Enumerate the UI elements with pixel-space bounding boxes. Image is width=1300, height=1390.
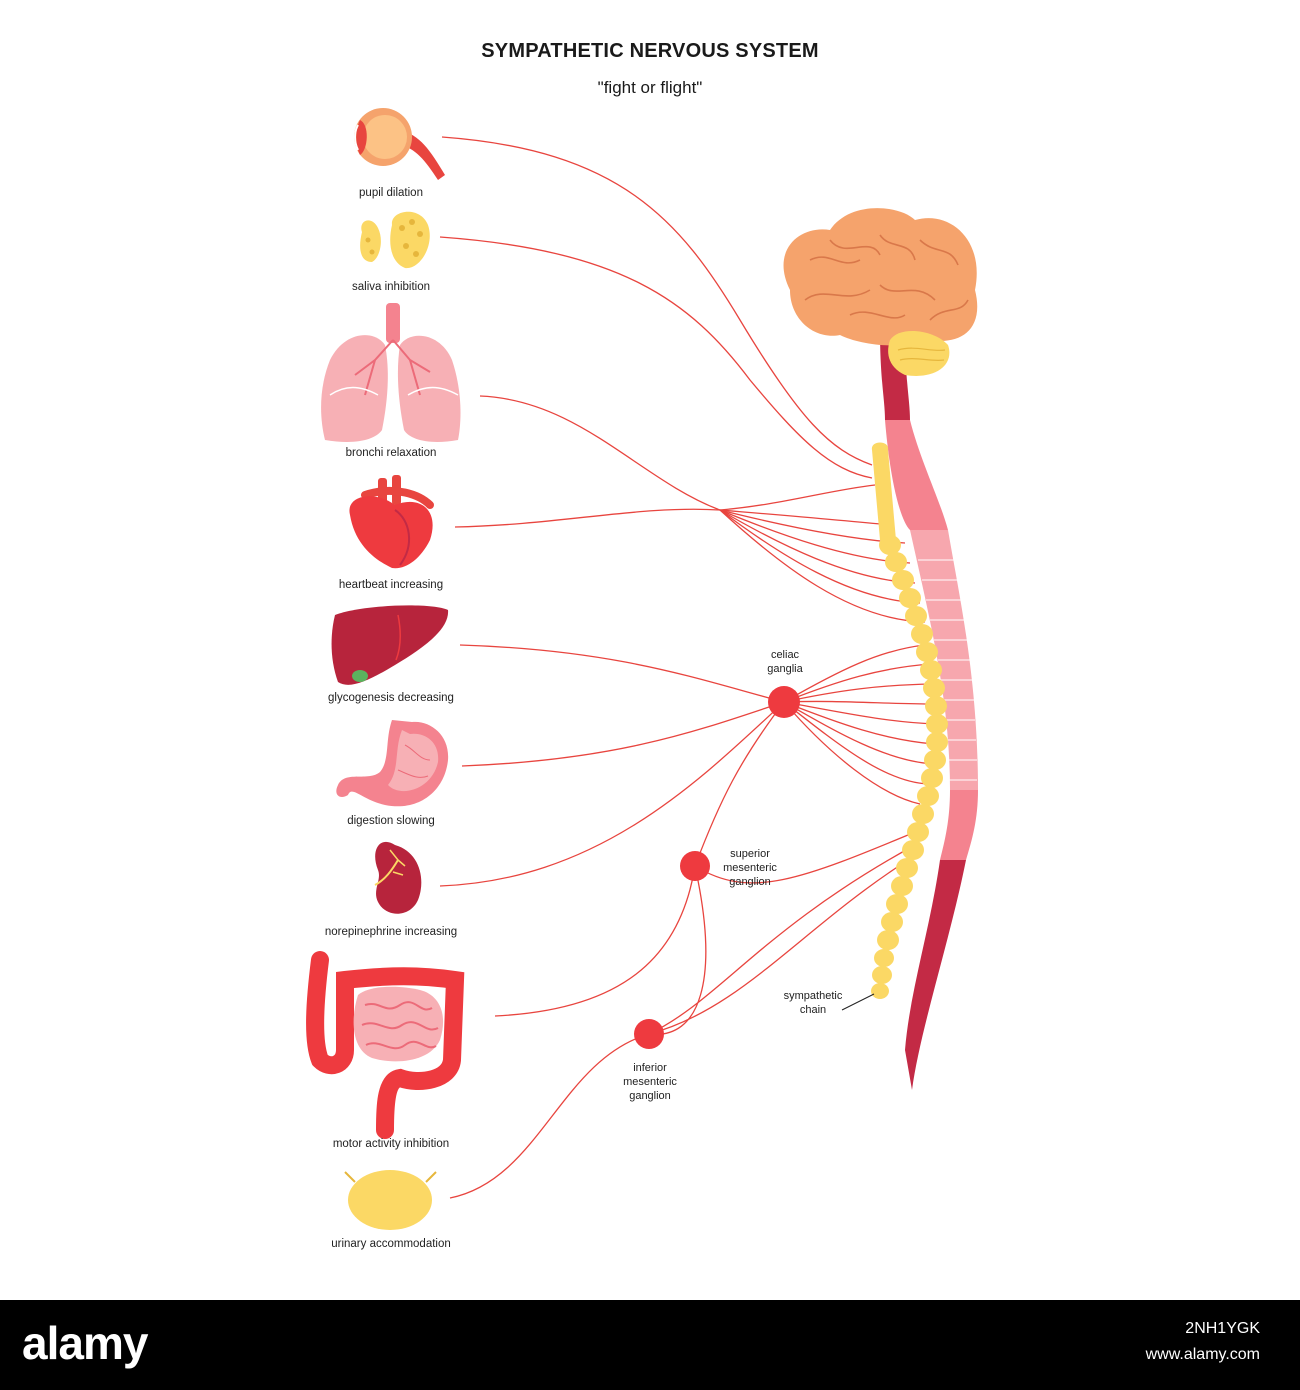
label-glycogenesis-decreasing: glycogenesis decreasing (328, 692, 454, 704)
label-heartbeat-increasing: heartbeat increasing (338, 579, 444, 591)
diagram-title: SYMPATHETIC NERVOUS SYSTEM (481, 40, 819, 62)
sympathetic-chain (871, 442, 948, 999)
kidney-icon (374, 841, 422, 914)
nerve-heart (454, 508, 721, 528)
label-sympathetic-chain: sympathetic chain (783, 990, 843, 1016)
label-urinary-accommodation: urinary accommodation (331, 1238, 451, 1250)
stomach-icon (336, 720, 449, 807)
label-bronchi-relaxation: bronchi relaxation (345, 447, 437, 459)
nerve-lungs (479, 395, 721, 511)
label-saliva-inhibition: saliva inhibition (352, 281, 430, 293)
nerve-bladder (449, 1033, 650, 1199)
celiac-ganglion (768, 686, 800, 718)
nerve-intestine (494, 865, 696, 1017)
intestines-icon (306, 951, 465, 1139)
site-url: www.alamy.com (1145, 1346, 1260, 1363)
heart-icon (349, 475, 434, 569)
nervous-system-diagram (306, 108, 978, 1230)
label-inferior-mesenteric-ganglion: inferior mesenteric ganglion (623, 1062, 677, 1102)
alamy-logo: alamy (22, 1317, 148, 1369)
diagram-subtitle: "fight or flight" (597, 78, 703, 97)
image-id: 2NH1YGK (1185, 1320, 1260, 1337)
eye-icon (354, 108, 445, 180)
label-superior-mesenteric-ganglion: superior mesenteric ganglion (723, 848, 777, 888)
salivary-gland-icon (360, 211, 430, 269)
nerve-saliva (439, 236, 873, 479)
bladder-icon (344, 1170, 437, 1230)
label-motor-activity-inhibition: motor activity inhibition (332, 1138, 450, 1150)
label-pupil-dilation: pupil dilation (359, 187, 423, 199)
nerve-kidney (439, 701, 785, 887)
diagram-canvas: SYMPATHETIC NERVOUS SYSTEM "fight or fli… (306, 40, 978, 1250)
nerve-eye (441, 136, 873, 466)
label-norepinephrine-increasing: norepinephrine increasing (324, 926, 458, 938)
nerve-stomach (461, 701, 785, 767)
watermark-bar (0, 1300, 1300, 1390)
lungs-icon (321, 303, 461, 442)
liver-icon (331, 605, 449, 685)
superior-mesenteric-ganglion (680, 851, 710, 881)
label-celiac-ganglia: celiac ganglia (767, 649, 803, 675)
nerve-liver (459, 644, 785, 703)
brain-icon (783, 208, 978, 376)
nerve-lines (439, 136, 936, 1199)
chain-pointer-line (841, 993, 875, 1011)
spinal-cord (880, 330, 978, 1090)
label-digestion-slowing: digestion slowing (347, 815, 435, 827)
inferior-mesenteric-ganglion (634, 1019, 664, 1049)
